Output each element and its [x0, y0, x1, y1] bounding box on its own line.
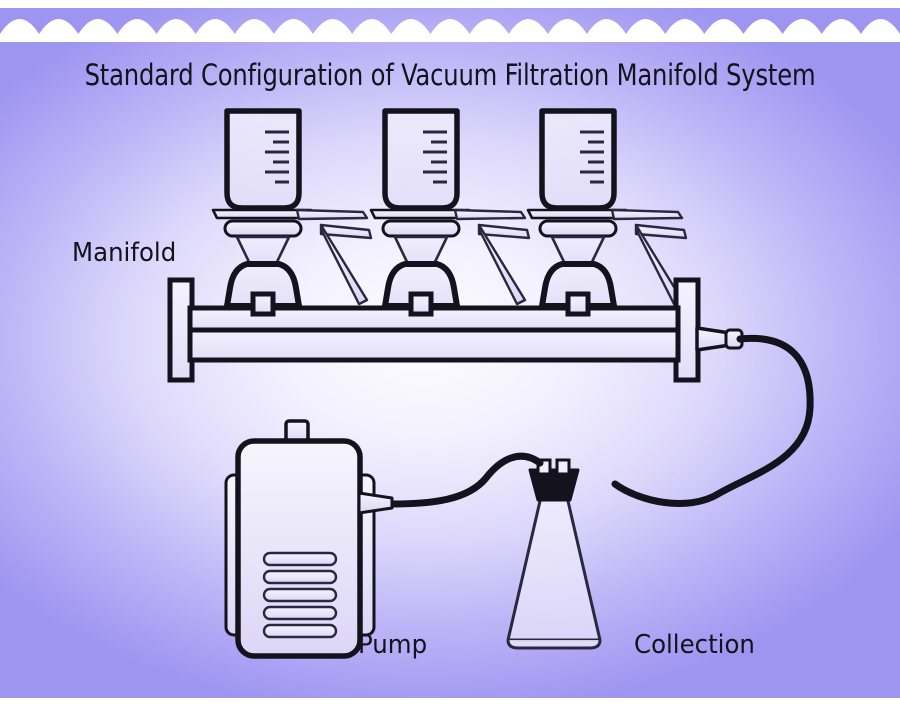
label-manifold: Manifold	[72, 238, 177, 268]
collection-flask	[506, 458, 602, 650]
top-border	[0, 0, 900, 8]
bottom-border	[0, 698, 900, 712]
page-title: Standard Configuration of Vacuum Filtrat…	[84, 58, 816, 92]
pump-vents	[262, 551, 338, 639]
pump-nozzle	[357, 491, 394, 515]
label-collection: Collection	[634, 630, 755, 660]
equipment-schematic	[167, 8, 814, 659]
illustration-card: Standard Configuration of Vacuum Filtrat…	[0, 8, 900, 698]
label-pump: Pump	[358, 630, 428, 660]
vacuum-tubing-flask-to-pump	[388, 452, 544, 508]
manifold-bar	[167, 277, 744, 383]
vacuum-tubing-manifold-to-flask	[611, 334, 814, 507]
vacuum-pump	[224, 419, 394, 659]
